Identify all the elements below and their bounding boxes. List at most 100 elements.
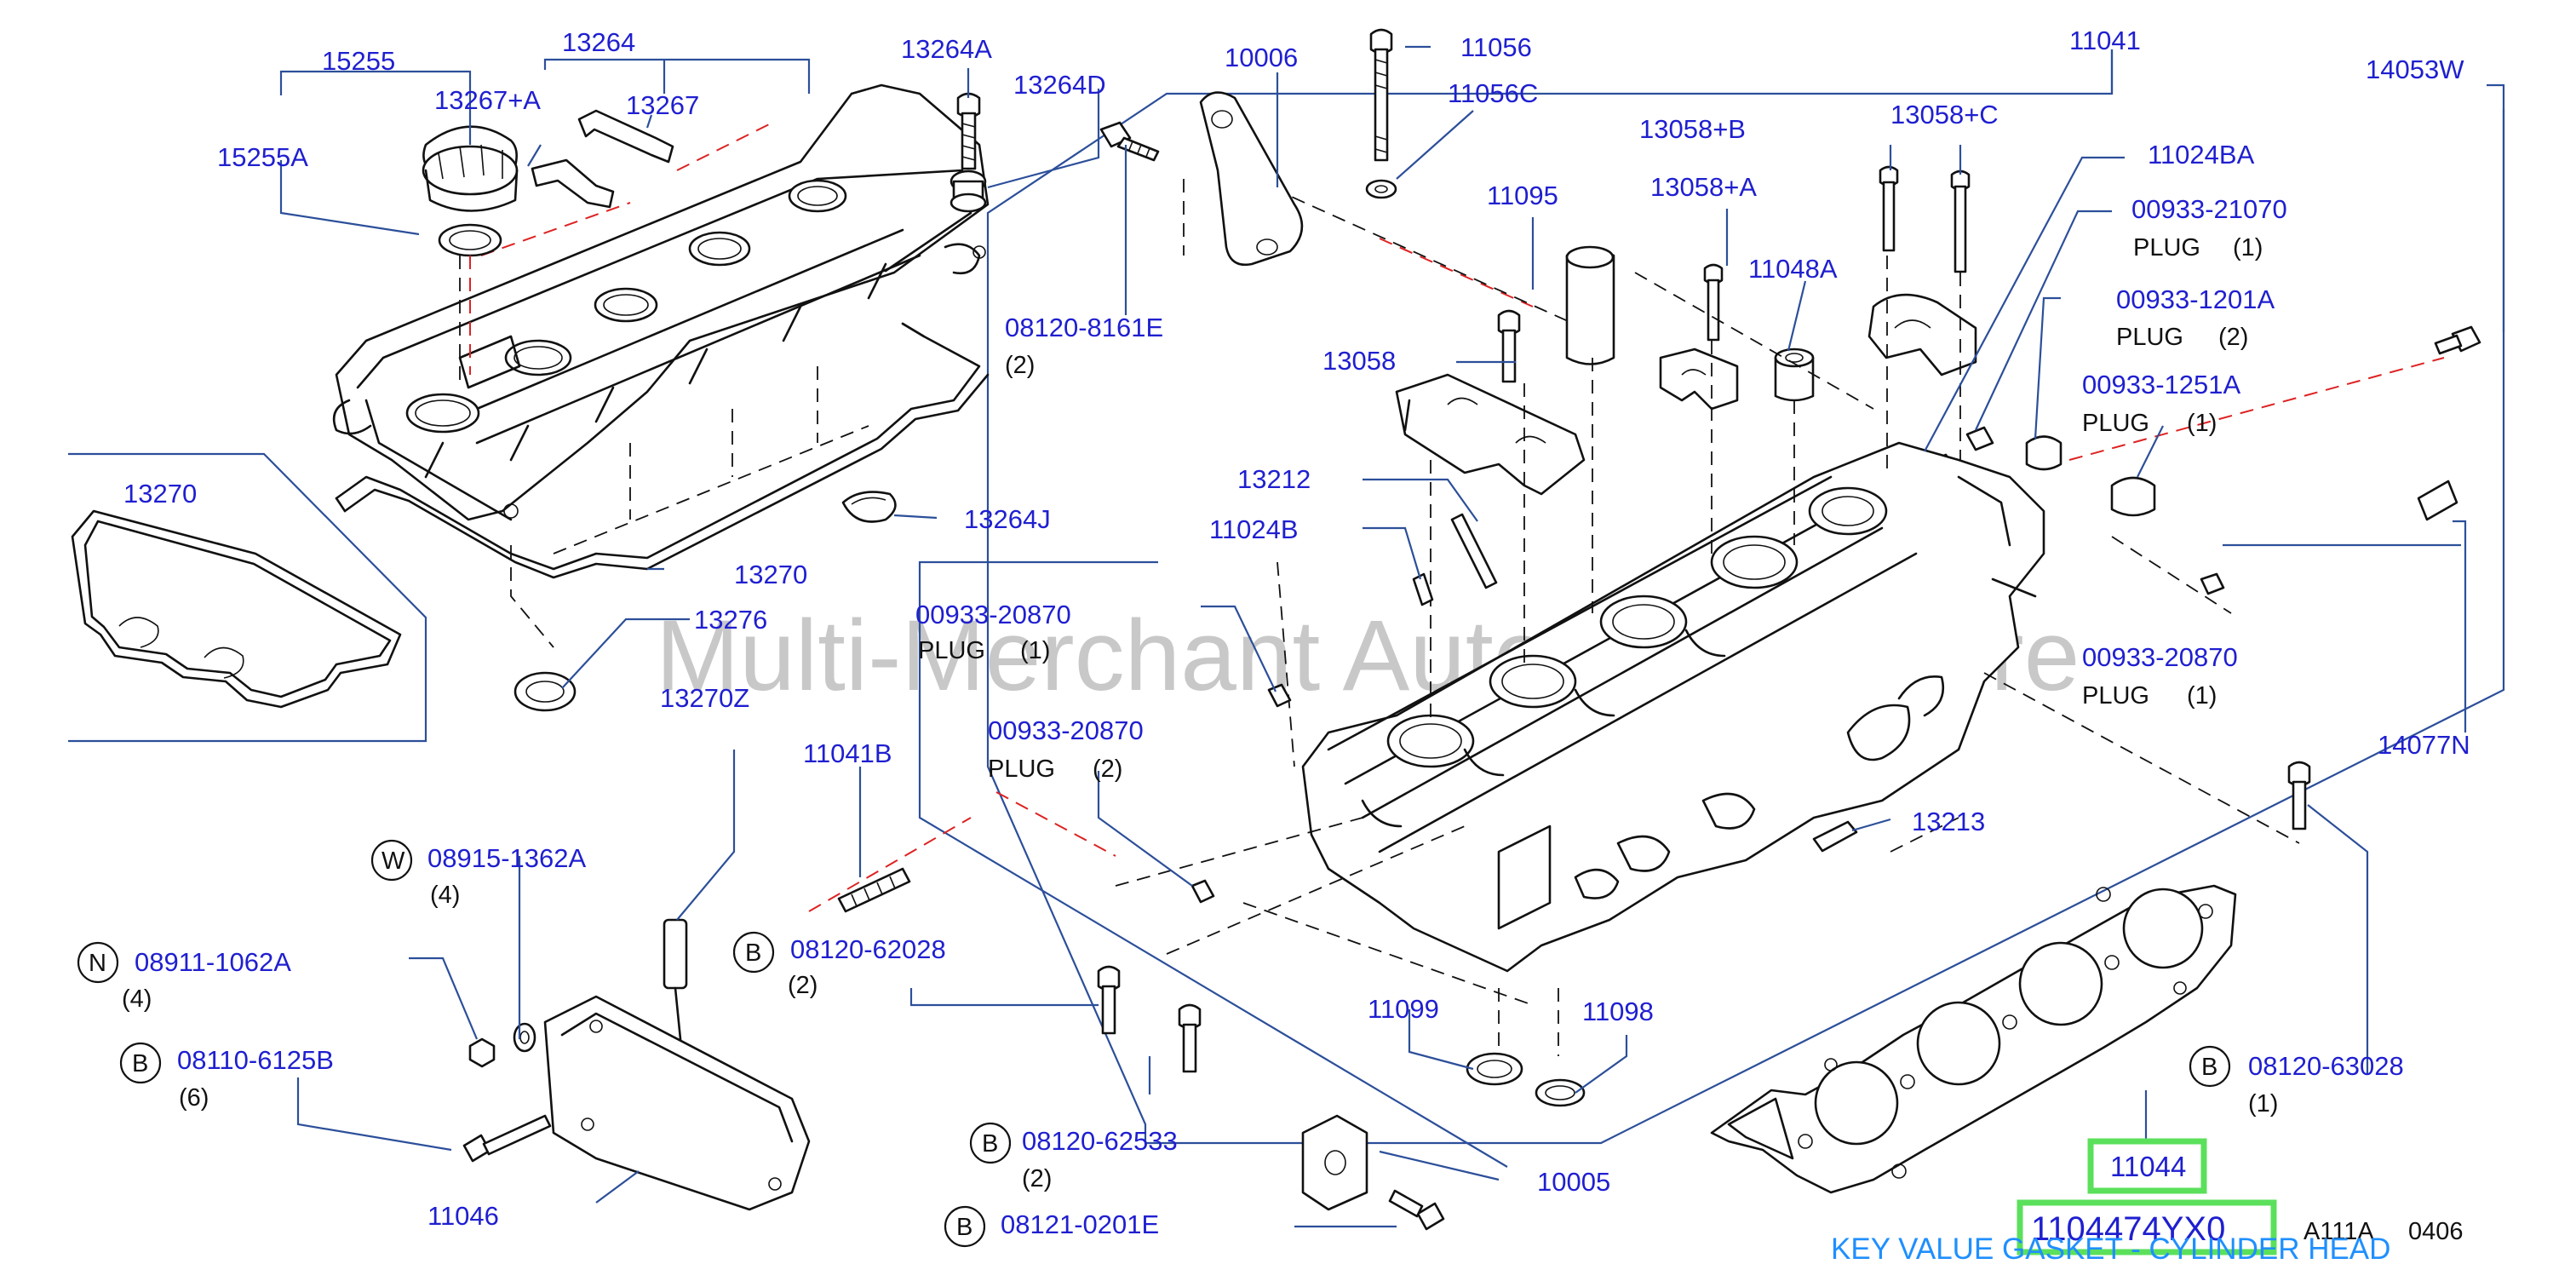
label-13270[interactable]: 13270	[734, 560, 807, 589]
label-13267a[interactable]: 13267+A	[434, 85, 541, 115]
camshaft-bracket-13058	[1395, 373, 1586, 496]
label-11098[interactable]: 11098	[1582, 997, 1654, 1026]
bolt-08120-62028	[1097, 965, 1121, 1035]
label-11048a[interactable]: 11048A	[1748, 254, 1838, 284]
qty-08120-8161e: (2)	[1005, 352, 1035, 379]
washer-08915-1362a	[513, 1022, 536, 1053]
bolt-08120-62533	[1178, 1003, 1202, 1073]
bolts-13058bc	[1879, 165, 1971, 273]
highlight-full-part-number[interactable]: 1104474YX0	[2031, 1210, 2225, 1248]
bolt-14053w	[2434, 325, 2481, 355]
mark-b-62533: B	[982, 1130, 998, 1158]
label-13058c[interactable]: 13058+C	[1890, 100, 1999, 129]
grommet-13264d	[950, 169, 987, 213]
mark-b-63028-circle	[2189, 1045, 2231, 1088]
label-08110-6125b[interactable]: 08110-6125B	[177, 1045, 334, 1075]
bolt-13058a	[1703, 263, 1724, 342]
plug-text-00933-21070: PLUG	[2133, 234, 2200, 261]
label-08911-1062a[interactable]: 08911-1062A	[135, 947, 291, 977]
label-08915-1362a[interactable]: 08915-1362A	[427, 843, 586, 873]
oil-filler-cap	[422, 125, 519, 212]
bolt-14077n	[2287, 761, 2311, 830]
qty-00933-21070: (1)	[2233, 234, 2263, 261]
grommet-11048a	[1774, 348, 1815, 402]
mark-w: W	[382, 847, 405, 875]
label-13264a[interactable]: 13264A	[901, 34, 992, 64]
mark-n: N	[89, 950, 106, 977]
label-15255a[interactable]: 15255A	[217, 142, 308, 172]
label-00933-20870-a[interactable]: 00933-20870	[915, 600, 1071, 629]
label-15255[interactable]: 15255	[322, 46, 395, 76]
label-00933-21070[interactable]: 00933-21070	[2131, 194, 2287, 224]
stud-11041b	[837, 867, 911, 913]
label-08120-63028[interactable]: 08120-63028	[2248, 1051, 2404, 1081]
head-hidden-lines	[1115, 256, 2300, 1056]
seal-11099	[1466, 1052, 1523, 1086]
label-08121-0201e[interactable]: 08121-0201E	[1001, 1209, 1159, 1239]
pcv-hoses	[531, 109, 674, 209]
label-08120-62533[interactable]: 08120-62533	[1022, 1126, 1178, 1156]
nut-08911-1062a	[468, 1037, 496, 1068]
label-10005[interactable]: 10005	[1537, 1167, 1610, 1197]
qty-08120-62533: (2)	[1022, 1165, 1052, 1192]
label-11099[interactable]: 11099	[1368, 994, 1439, 1024]
label-13270z[interactable]: 13270Z	[660, 683, 749, 713]
small-plugs	[1931, 426, 2225, 595]
label-10006[interactable]: 10006	[1225, 43, 1298, 72]
bolt-08110-6125b	[462, 1114, 552, 1163]
label-00933-1251a[interactable]: 00933-1251A	[2082, 370, 2240, 399]
label-11056[interactable]: 11056	[1460, 32, 1532, 62]
plug-text-00933-1251a: PLUG	[2082, 410, 2149, 437]
label-13058a[interactable]: 13058+A	[1650, 172, 1757, 202]
label-13264d[interactable]: 13264D	[1013, 70, 1106, 100]
cap-13058-bc	[1867, 293, 1977, 376]
qty-08120-63028: (1)	[2248, 1090, 2278, 1117]
label-13058b[interactable]: 13058+B	[1639, 114, 1746, 144]
label-11046[interactable]: 11046	[427, 1201, 499, 1231]
leader-lines	[279, 45, 2505, 1228]
seal-11098	[1535, 1078, 1586, 1107]
label-14053w[interactable]: 14053W	[2366, 55, 2464, 84]
inset-13270-box	[68, 452, 427, 743]
cover-hidden-lines	[459, 123, 2445, 912]
label-11095[interactable]: 11095	[1487, 181, 1558, 210]
label-08120-62028[interactable]: 08120-62028	[790, 934, 946, 964]
label-11041b[interactable]: 11041B	[803, 738, 892, 768]
qty-00933-1251a: (1)	[2187, 410, 2217, 437]
label-14077n[interactable]: 14077N	[2378, 730, 2470, 760]
qty-08911-1062a: (4)	[122, 985, 152, 1013]
label-00933-20870-b[interactable]: 00933-20870	[988, 715, 1144, 745]
label-13213[interactable]: 13213	[1912, 807, 1985, 836]
gasket-piece	[2417, 480, 2458, 521]
label-13276[interactable]: 13276	[694, 605, 767, 635]
mark-w-circle	[370, 839, 413, 882]
label-13270-inset[interactable]: 13270	[123, 479, 197, 508]
mark-b-6125b-circle	[119, 1042, 162, 1084]
highlight-part-number[interactable]: 11044	[2110, 1151, 2186, 1182]
label-11024ba[interactable]: 11024BA	[2148, 140, 2255, 169]
bolt-08120-8161e	[1099, 121, 1160, 162]
label-13212[interactable]: 13212	[1237, 464, 1311, 494]
bolt-13058	[1497, 309, 1521, 383]
mark-b-6125b: B	[132, 1050, 148, 1077]
qty-08120-62028: (2)	[788, 972, 818, 999]
sensor-13270z	[663, 918, 688, 1049]
plug-text-00933-20870-b: PLUG	[988, 756, 1055, 783]
label-11056c[interactable]: 11056C	[1448, 78, 1538, 108]
qty-00933-20870-b: (2)	[1093, 756, 1122, 783]
cylinder-head	[1301, 441, 2045, 973]
label-11024b[interactable]: 11024B	[1209, 514, 1299, 544]
front-cover-11046	[543, 995, 811, 1211]
label-13267[interactable]: 13267	[626, 90, 699, 120]
qty-00933-20870-a: (1)	[1020, 637, 1050, 664]
label-00933-1201a[interactable]: 00933-1201A	[2116, 284, 2275, 314]
label-13264j[interactable]: 13264J	[964, 504, 1051, 534]
label-08120-8161e[interactable]: 08120-8161E	[1005, 313, 1163, 342]
bolt-13264a	[956, 92, 981, 170]
label-13264[interactable]: 13264	[562, 27, 635, 57]
label-11041[interactable]: 11041	[2069, 26, 2141, 55]
label-13058[interactable]: 13058	[1322, 346, 1396, 376]
plug-11095	[1565, 245, 1615, 365]
label-00933-20870-c[interactable]: 00933-20870	[2082, 642, 2238, 672]
